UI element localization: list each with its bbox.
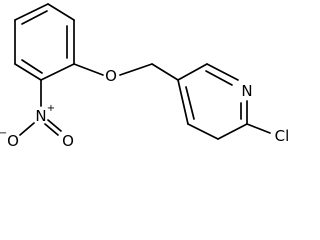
benzene-double-bond-inner-1 [21,10,48,25]
nitro-oxygen-right-label: O [62,132,74,150]
pyridine-nitrogen-label: N [241,82,252,100]
nitro-oxygen-double-bond-2 [44,123,59,136]
nitro-nitrogen-charge-label: + [47,103,55,114]
nitro-oxygen-left-charge-label: − [0,128,7,139]
pyridine-double-bond-inner-3 [185,86,195,120]
aryl-ether-bond [73,63,104,76]
chlorine-label: Cl [275,127,290,145]
benzene-bond-2 [47,3,75,21]
pyridine-bond-2 [206,63,239,81]
chemical-structure-diagram: O N + O − O N Cl [0,3,289,150]
ether-methylene-bond [119,63,153,76]
pyridine-double-bond-inner-1 [205,70,233,86]
nitro-oxygen-single-bond [19,122,35,136]
pyridine-bond-6 [177,79,189,125]
atom-labels: O N + O − O N Cl [0,67,289,150]
pyridine-bond-5 [187,123,219,140]
benzene-bond-4 [40,63,75,81]
pyridine-bond-4 [217,123,248,140]
benzene-double-bond-inner-3 [21,59,43,74]
nitro-oxygen-left-label: O [7,132,19,150]
benzene-bond-1 [14,3,49,21]
nitro-oxygen-double-bond-1 [47,119,62,132]
pyridine-ring [177,63,271,140]
chloro-bond [246,123,271,134]
benzene-ring [14,3,75,81]
ether-oxygen-label: O [105,67,117,85]
benzene-bond-5 [14,63,42,81]
nitro-nitrogen-label: N [35,107,46,125]
methylene-pyridine-bond [151,63,179,81]
linker-bonds [19,63,179,136]
pyridine-bond-1 [177,63,208,81]
